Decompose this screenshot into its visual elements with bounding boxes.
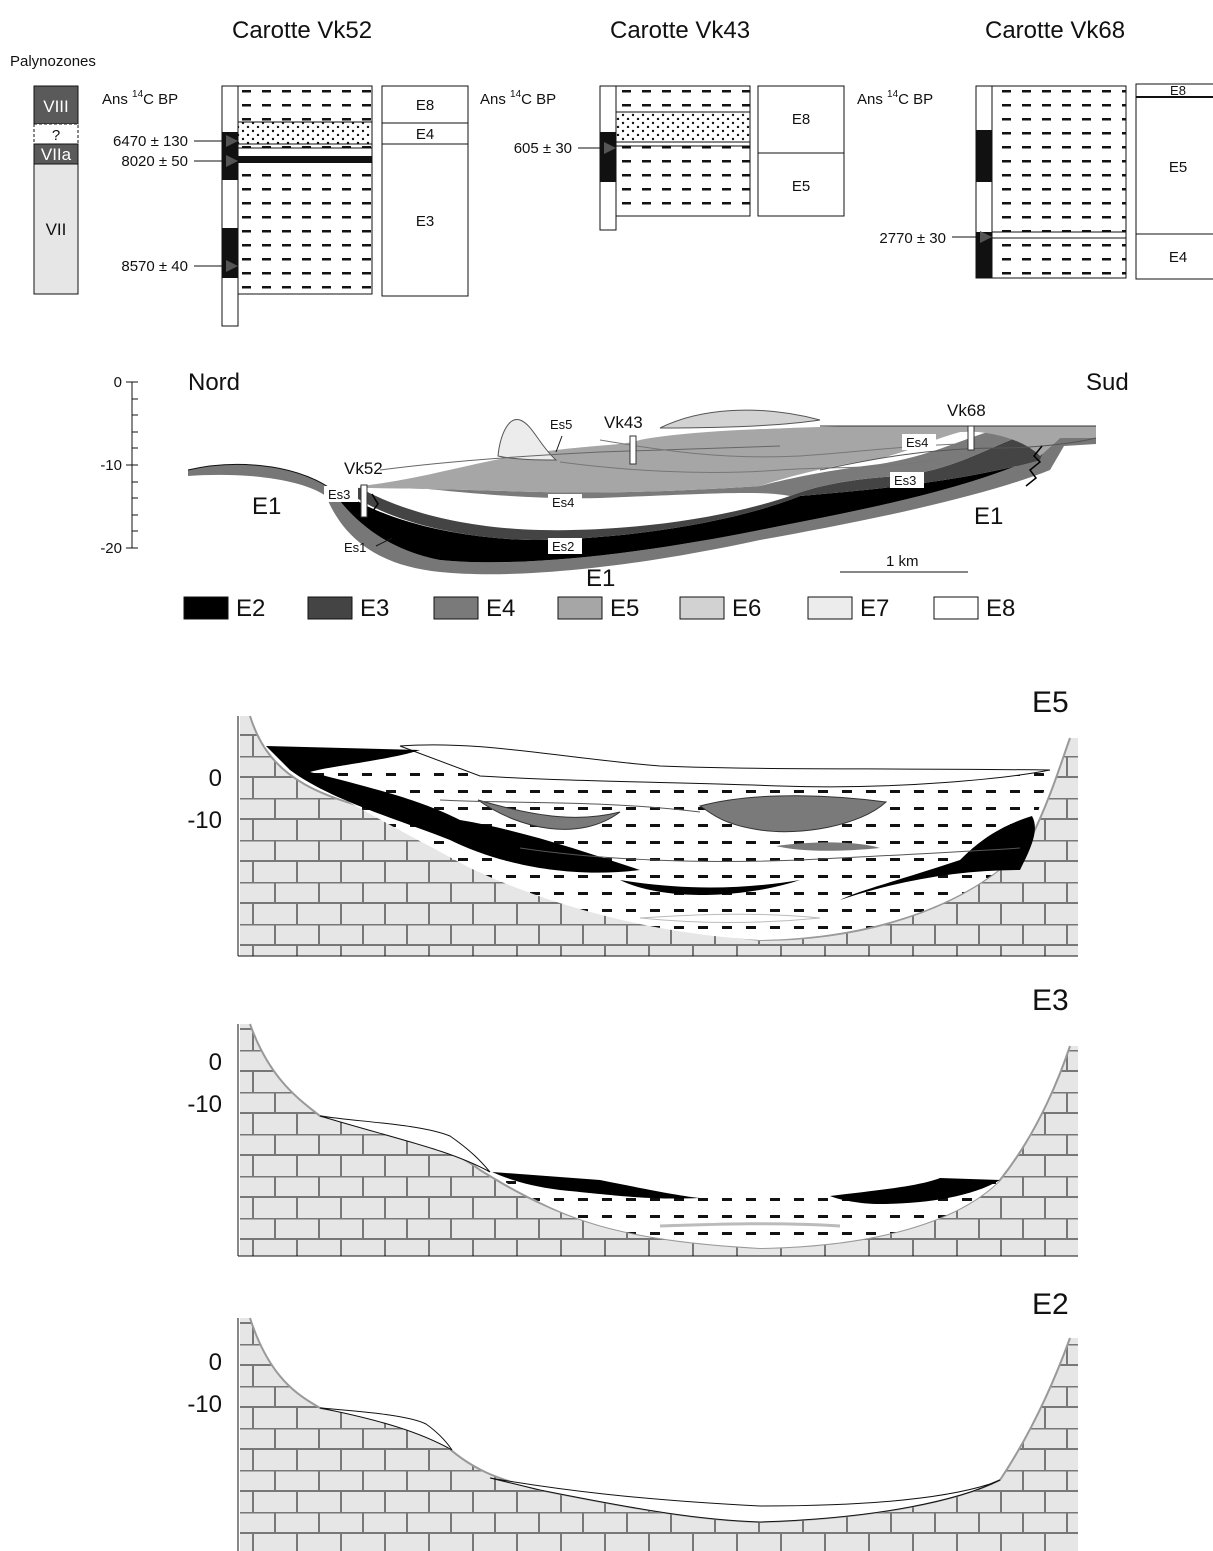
depth-axis: 0 -10 -20 — [100, 374, 138, 557]
legend-label: E2 — [236, 595, 265, 622]
lithology-vk52 — [237, 85, 373, 295]
surface-label: Es4 — [552, 495, 574, 510]
date-label: 8020 ± 50 — [121, 153, 188, 170]
core-label: Vk43 — [604, 413, 643, 432]
legend-swatch — [183, 596, 229, 620]
palynozone-column: VIII ? VIIa VII — [33, 85, 79, 295]
unit-label: E4 — [1169, 249, 1187, 266]
legend-label: E5 — [610, 595, 639, 622]
core-marker-vk52 — [360, 484, 368, 518]
legend-label: E8 — [986, 595, 1015, 622]
zone-viii-box — [33, 85, 79, 125]
zone-viii-label: VIII — [43, 97, 69, 116]
date-label: 8570 ± 40 — [121, 258, 188, 275]
depth-tick-label: -10 — [187, 1391, 222, 1418]
unit-label: E3 — [416, 213, 434, 230]
core-title-vk68: Carotte Vk68 — [985, 17, 1125, 44]
legend-swatch — [807, 596, 853, 620]
legend-swatch — [307, 596, 353, 620]
surface-label: Es1 — [344, 540, 366, 555]
surface-label: Es3 — [328, 487, 350, 502]
core-vk52: Ans 14C BP E8 E4 E3 6470 ± 130 8020 ± 50… — [102, 85, 469, 327]
depth-tick-label: 0 — [114, 374, 122, 391]
panel-e5: E5 0 -10 — [187, 686, 1078, 957]
unit-label: E5 — [1169, 159, 1187, 176]
scale-label: 1 km — [886, 553, 919, 570]
surface-label: Es3 — [894, 473, 916, 488]
date-label: 605 ± 30 — [514, 140, 572, 157]
legend-swatch — [679, 596, 725, 620]
panel-e2: E2 0 -10 — [187, 1288, 1078, 1551]
age-header-vk68: Ans 14C BP — [857, 89, 933, 108]
legend-label: E3 — [360, 595, 389, 622]
date-label: 6470 ± 130 — [113, 133, 188, 150]
core-marker-vk68 — [967, 425, 975, 451]
legend-swatch — [433, 596, 479, 620]
age-bar-vk52 — [221, 85, 239, 327]
legend: E2 E3 E4 E5 E6 E7 E8 — [183, 595, 1015, 622]
surface-label: Es5 — [550, 417, 572, 432]
unit-label: E8 — [792, 111, 810, 128]
panel-title: E2 — [1032, 1288, 1069, 1321]
lithology-vk43 — [615, 85, 751, 217]
core-marker-vk43 — [629, 435, 637, 465]
unit-label: E8 — [416, 97, 434, 114]
units-vk52 — [381, 85, 469, 297]
age-header-vk43: Ans 14C BP — [480, 89, 556, 108]
legend-label: E4 — [486, 595, 515, 622]
depth-tick-label: 0 — [209, 1049, 222, 1076]
core-logs: Carotte Vk52 Carotte Vk43 Carotte Vk68 P… — [10, 17, 1213, 327]
south-label: Sud — [1086, 369, 1129, 396]
legend-swatch — [933, 596, 979, 620]
surface-label: Es2 — [552, 539, 574, 554]
panel-title: E5 — [1032, 686, 1069, 719]
legend-swatch — [557, 596, 603, 620]
depth-tick-label: 0 — [209, 765, 222, 792]
age-header-vk52: Ans 14C BP — [102, 89, 178, 108]
depth-tick-label: -10 — [100, 457, 122, 474]
legend-label: E6 — [732, 595, 761, 622]
core-label: Vk68 — [947, 401, 986, 420]
depth-tick-label: 0 — [209, 1349, 222, 1376]
depth-tick-label: -10 — [187, 1091, 222, 1118]
core-title-vk43: Carotte Vk43 — [610, 17, 750, 44]
core-label: Vk52 — [344, 459, 383, 478]
unit-label: E8 — [1170, 83, 1186, 98]
depth-tick-label: -10 — [187, 807, 222, 834]
zone-viia-label: VIIa — [41, 145, 72, 164]
panel-e3: E3 0 -10 — [187, 984, 1078, 1257]
unit-label: E5 — [792, 178, 810, 195]
zone-q-label: ? — [52, 127, 60, 144]
surface-label: Es4 — [906, 435, 928, 450]
e1-label: E1 — [586, 565, 615, 592]
north-label: Nord — [188, 369, 240, 396]
cross-section: 0 -10 -20 Nord Sud Vk52 Vk43 Vk68 Es1 — [100, 369, 1128, 592]
core-vk68: Ans 14C BP E8 E5 E4 2770 ± 30 — [857, 83, 1213, 280]
legend-label: E7 — [860, 595, 889, 622]
e1-label: E1 — [252, 493, 281, 520]
palynozones-label: Palynozones — [10, 53, 96, 70]
zone-vii-box — [33, 163, 79, 295]
units-vk43 — [757, 85, 845, 217]
zone-vii-label: VII — [46, 220, 67, 239]
units-vk68 — [1135, 83, 1213, 280]
date-label: 2770 ± 30 — [879, 230, 946, 247]
e1-label: E1 — [974, 503, 1003, 530]
core-vk43: Ans 14C BP E8 E5 605 ± 30 — [480, 85, 845, 231]
core-title-vk52: Carotte Vk52 — [232, 17, 372, 44]
depth-tick-label: -20 — [100, 540, 122, 557]
panel-title: E3 — [1032, 984, 1069, 1017]
unit-label: E4 — [416, 126, 434, 143]
lithology-vk68 — [991, 85, 1127, 279]
